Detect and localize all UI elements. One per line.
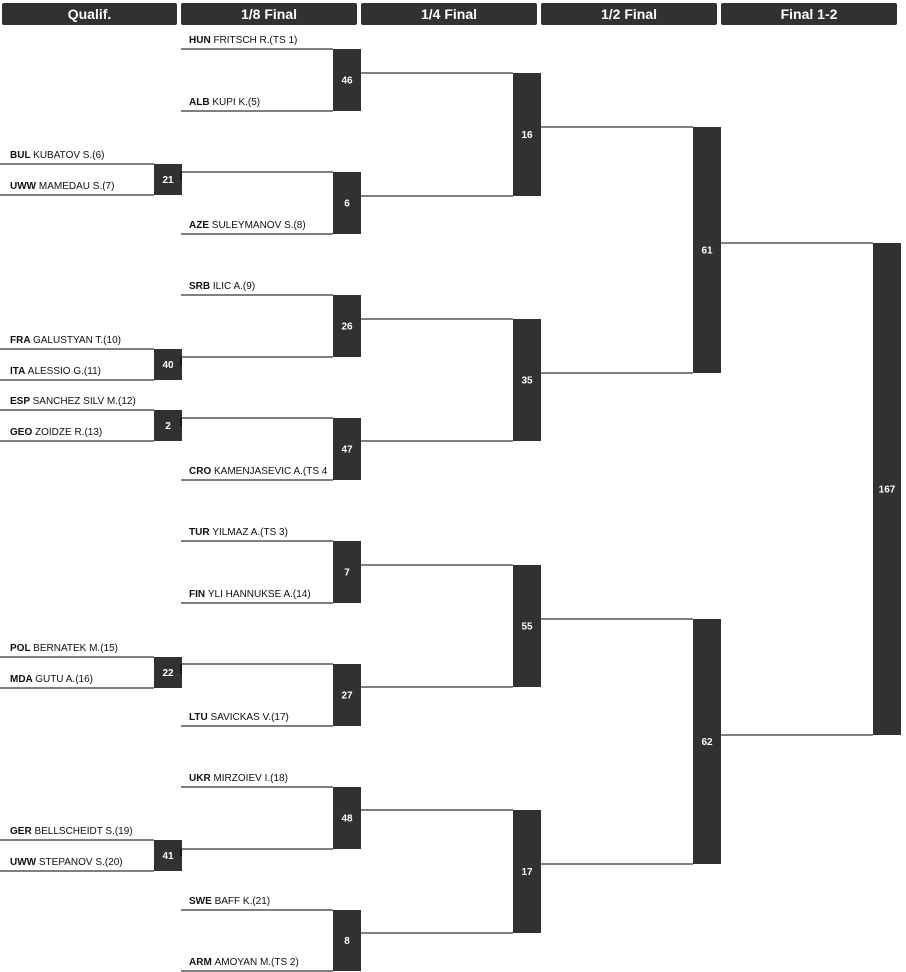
athlete-eighth-1-bottom: AZE SULEYMANOV S.(8) [189, 220, 306, 231]
match-box-eighth-1-number: 6 [344, 199, 350, 210]
athlete-eighth-7-top: SWE BAFF K.(21) [189, 896, 270, 907]
match-box-eighth-0 [333, 49, 361, 111]
athlete-qualif-3-bottom: MDA GUTU A.(16) [10, 674, 93, 685]
match-box-quarter-1 [513, 319, 541, 441]
athlete-qualif-2-top: ESP SANCHEZ SILV M.(12) [10, 396, 136, 407]
match-box-eighth-3 [333, 418, 361, 480]
connector-qualif-3 [180, 664, 182, 673]
match-box-eighth-5 [333, 664, 361, 726]
match-box-quarter-0 [513, 73, 541, 196]
connector-qualif-4 [180, 849, 182, 856]
athlete-qualif-2-bottom: GEO ZOIDZE R.(13) [10, 427, 102, 438]
match-box-final [873, 243, 901, 735]
connector-qualif-0 [180, 172, 182, 180]
athlete-qualif-4-bottom: UWW STEPANOV S.(20) [10, 857, 123, 868]
match-box-qualif-2-number: 2 [165, 421, 171, 432]
header-semi-final: 1/2 Final [541, 3, 717, 25]
match-box-eighth-4 [333, 541, 361, 603]
connector-qualif-1 [180, 357, 182, 365]
athlete-qualif-3-top: POL BERNATEK M.(15) [10, 643, 118, 654]
match-box-qualif-4-number: 41 [162, 851, 174, 862]
match-box-quarter-3 [513, 810, 541, 933]
athlete-eighth-0-bottom: ALB KUPI K.(5) [189, 97, 260, 108]
athlete-eighth-3-bottom: CRO KAMENJASEVIC A.(TS 4 [189, 466, 328, 477]
match-box-semi-0-number: 61 [701, 246, 713, 257]
header-quarter-final: 1/4 Final [361, 3, 537, 25]
athlete-eighth-4-top: TUR YILMAZ A.(TS 3) [189, 527, 288, 538]
match-box-semi-1-number: 62 [701, 737, 713, 748]
athlete-qualif-0-top: BUL KUBATOV S.(6) [10, 150, 104, 161]
athlete-eighth-4-bottom: FIN YLI HANNUKSE A.(14) [189, 589, 311, 600]
match-box-qualif-1 [154, 349, 182, 380]
match-box-eighth-6 [333, 787, 361, 849]
match-box-eighth-5-number: 27 [341, 691, 353, 702]
athlete-eighth-6-top: UKR MIRZOIEV I.(18) [189, 773, 288, 784]
athlete-eighth-0-top: HUN FRITSCH R.(TS 1) [189, 35, 297, 46]
athlete-qualif-1-top: FRA GALUSTYAN T.(10) [10, 335, 121, 346]
match-box-quarter-1-number: 35 [521, 376, 533, 387]
connector-qualif-2 [180, 418, 182, 426]
match-box-eighth-0-number: 46 [341, 76, 353, 87]
match-box-eighth-3-number: 47 [341, 445, 353, 456]
athlete-eighth-2-top: SRB ILIC A.(9) [189, 281, 255, 292]
match-box-eighth-1 [333, 172, 361, 234]
match-box-qualif-0 [154, 164, 182, 195]
match-box-eighth-2-number: 26 [341, 322, 353, 333]
match-box-qualif-1-number: 40 [162, 360, 174, 371]
match-box-eighth-7 [333, 910, 361, 971]
match-box-quarter-2 [513, 565, 541, 687]
athlete-eighth-7-bottom: ARM AMOYAN M.(TS 2) [189, 957, 299, 968]
match-box-quarter-3-number: 17 [521, 867, 533, 878]
match-box-final-number: 167 [879, 485, 896, 496]
athlete-qualif-0-bottom: UWW MAMEDAU S.(7) [10, 181, 114, 192]
header-eighth-final: 1/8 Final [181, 3, 357, 25]
header-final: Final 1-2 [721, 3, 897, 25]
match-box-qualif-2 [154, 410, 182, 441]
match-box-qualif-0-number: 21 [162, 175, 174, 186]
match-box-qualif-3 [154, 657, 182, 688]
match-box-eighth-7-number: 8 [344, 936, 350, 947]
match-box-semi-0 [693, 127, 721, 373]
match-box-eighth-4-number: 7 [344, 568, 350, 579]
header-qualif: Qualif. [2, 3, 177, 25]
match-box-qualif-3-number: 22 [162, 668, 174, 679]
athlete-qualif-1-bottom: ITA ALESSIO G.(11) [10, 366, 101, 377]
match-box-eighth-6-number: 48 [341, 814, 353, 825]
match-box-semi-1 [693, 619, 721, 864]
match-box-eighth-2 [333, 295, 361, 357]
athlete-eighth-5-bottom: LTU SAVICKAS V.(17) [189, 712, 289, 723]
match-box-qualif-4 [154, 840, 182, 871]
athlete-qualif-4-top: GER BELLSCHEIDT S.(19) [10, 826, 133, 837]
match-box-quarter-0-number: 16 [521, 130, 533, 141]
match-box-quarter-2-number: 55 [521, 622, 533, 633]
